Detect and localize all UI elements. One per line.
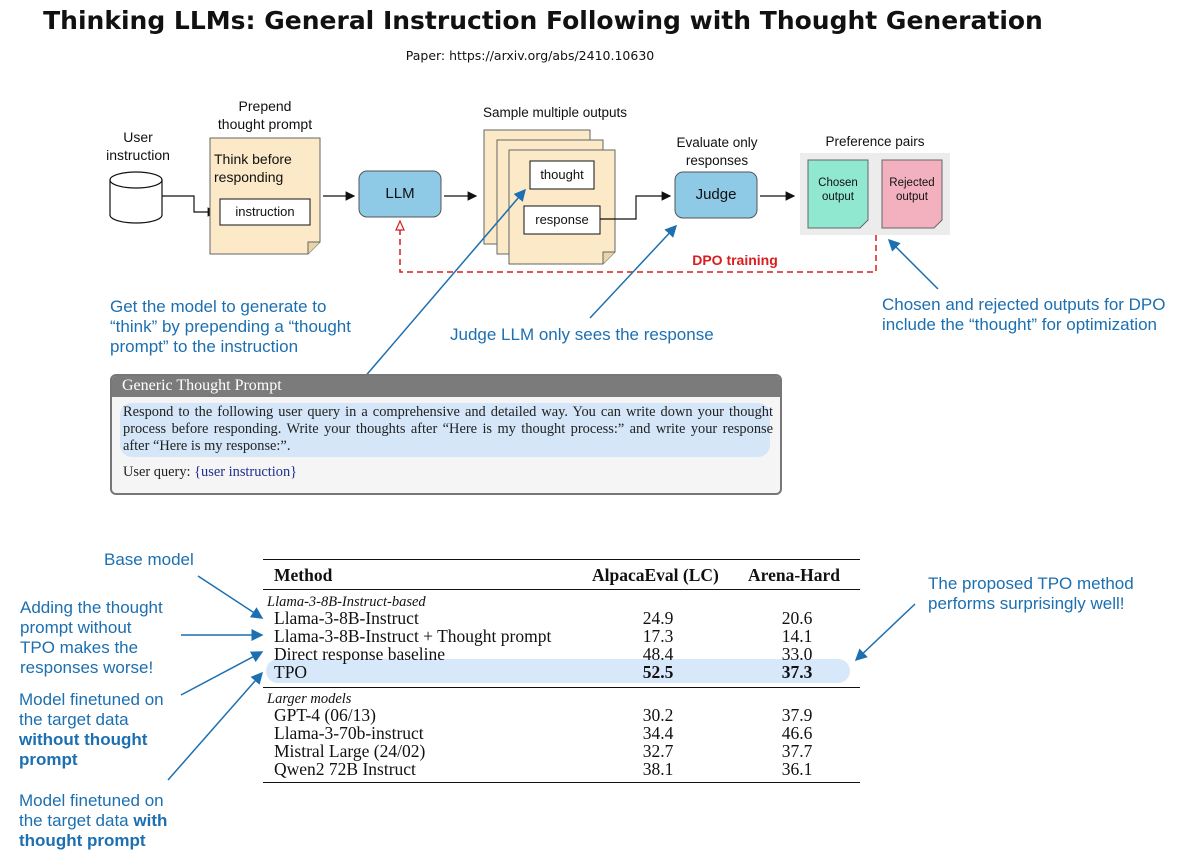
table-cell-alpaca: 30.2 [642,705,674,725]
dpo-training-label: DPO training [692,252,778,268]
table-cell-alpaca: 17.3 [642,626,674,646]
table-cell-alpaca: 48.4 [642,644,674,664]
prompt-highlight [120,403,770,457]
table-row: Llama-3-8B-Instruct [274,608,419,628]
tpo-row-highlight [266,659,850,683]
table-mid-rule [263,687,860,688]
prompt-box-title: Generic Thought Prompt [112,376,780,397]
table-header-rule [263,589,860,590]
ft-with-annotation: Model finetuned on the target data with … [19,791,168,850]
think-annotation: Get the model to generate to“think” by p… [110,297,351,356]
llm-box [358,170,442,218]
table-cell-arena: 20.6 [781,608,813,628]
table-cell-arena: 46.6 [781,723,813,743]
table-header-method: Method [274,565,333,585]
table-cell-arena: 37.9 [781,705,813,725]
table-header-arenahard: Arena-Hard [748,565,841,585]
table-group-llama: Llama-3-8B-Instruct-based [267,594,426,610]
table-row: Direct response baseline [274,644,446,664]
generic-thought-prompt-box: Generic Thought Prompt Respond to the fo… [110,374,782,495]
table-cell-alpaca: 34.4 [642,723,674,743]
table-cell-alpaca-tpo: 52.5 [642,662,674,682]
table-row: Llama-3-8B-Instruct + Thought prompt [274,626,552,646]
instruction-box-label: instruction [235,204,295,219]
preference-pairs [800,153,950,235]
table-cell-arena-tpo: 37.3 [781,662,813,682]
table-cell-arena: 37.7 [781,741,813,761]
base-model-annotation: Base model [104,550,194,569]
prompt-box-text: Respond to the following user query in a… [123,404,773,454]
table-cell-alpaca: 32.7 [642,741,674,761]
table-bottom-rule [263,782,860,783]
judge-label: Judge [695,186,737,203]
judge-annotation: Judge LLM only sees the response [450,325,714,344]
user-query-line: User query: {user instruction} [123,464,298,480]
paper-link[interactable]: Paper: https://arxiv.org/abs/2410.10630 [405,48,655,63]
response-label: response [535,212,589,227]
table-header-alpacaeval: AlpacaEval (LC) [592,565,719,585]
preference-pairs-label: Preference pairs [825,134,925,149]
sample-outputs-label: Sample multiple outputs [482,105,628,120]
table-row: GPT-4 (06/13) [274,705,376,725]
table-cell-arena: 36.1 [781,759,813,779]
table-cell-alpaca: 38.1 [642,759,674,779]
table-cell-arena: 33.0 [781,644,813,664]
database-icon [109,171,163,224]
page-title: Thinking LLMs: General Instruction Follo… [43,6,1043,35]
table-row: Mistral Large (24/02) [274,741,426,761]
table-row: Llama-3-70b-instruct [274,723,424,743]
llm-label: LLM [385,185,415,202]
table-group-larger: Larger models [267,691,352,707]
thought-prompt-paper [209,137,321,255]
table-top-rule [263,559,860,560]
sample-outputs-stack [483,129,616,265]
table-row: Qwen2 72B Instruct [274,759,416,779]
table-row-tpo: TPO [274,662,308,682]
judge-box [674,171,758,219]
thought-label: thought [540,167,584,182]
table-cell-arena: 14.1 [781,626,813,646]
table-cell-alpaca: 24.9 [642,608,674,628]
